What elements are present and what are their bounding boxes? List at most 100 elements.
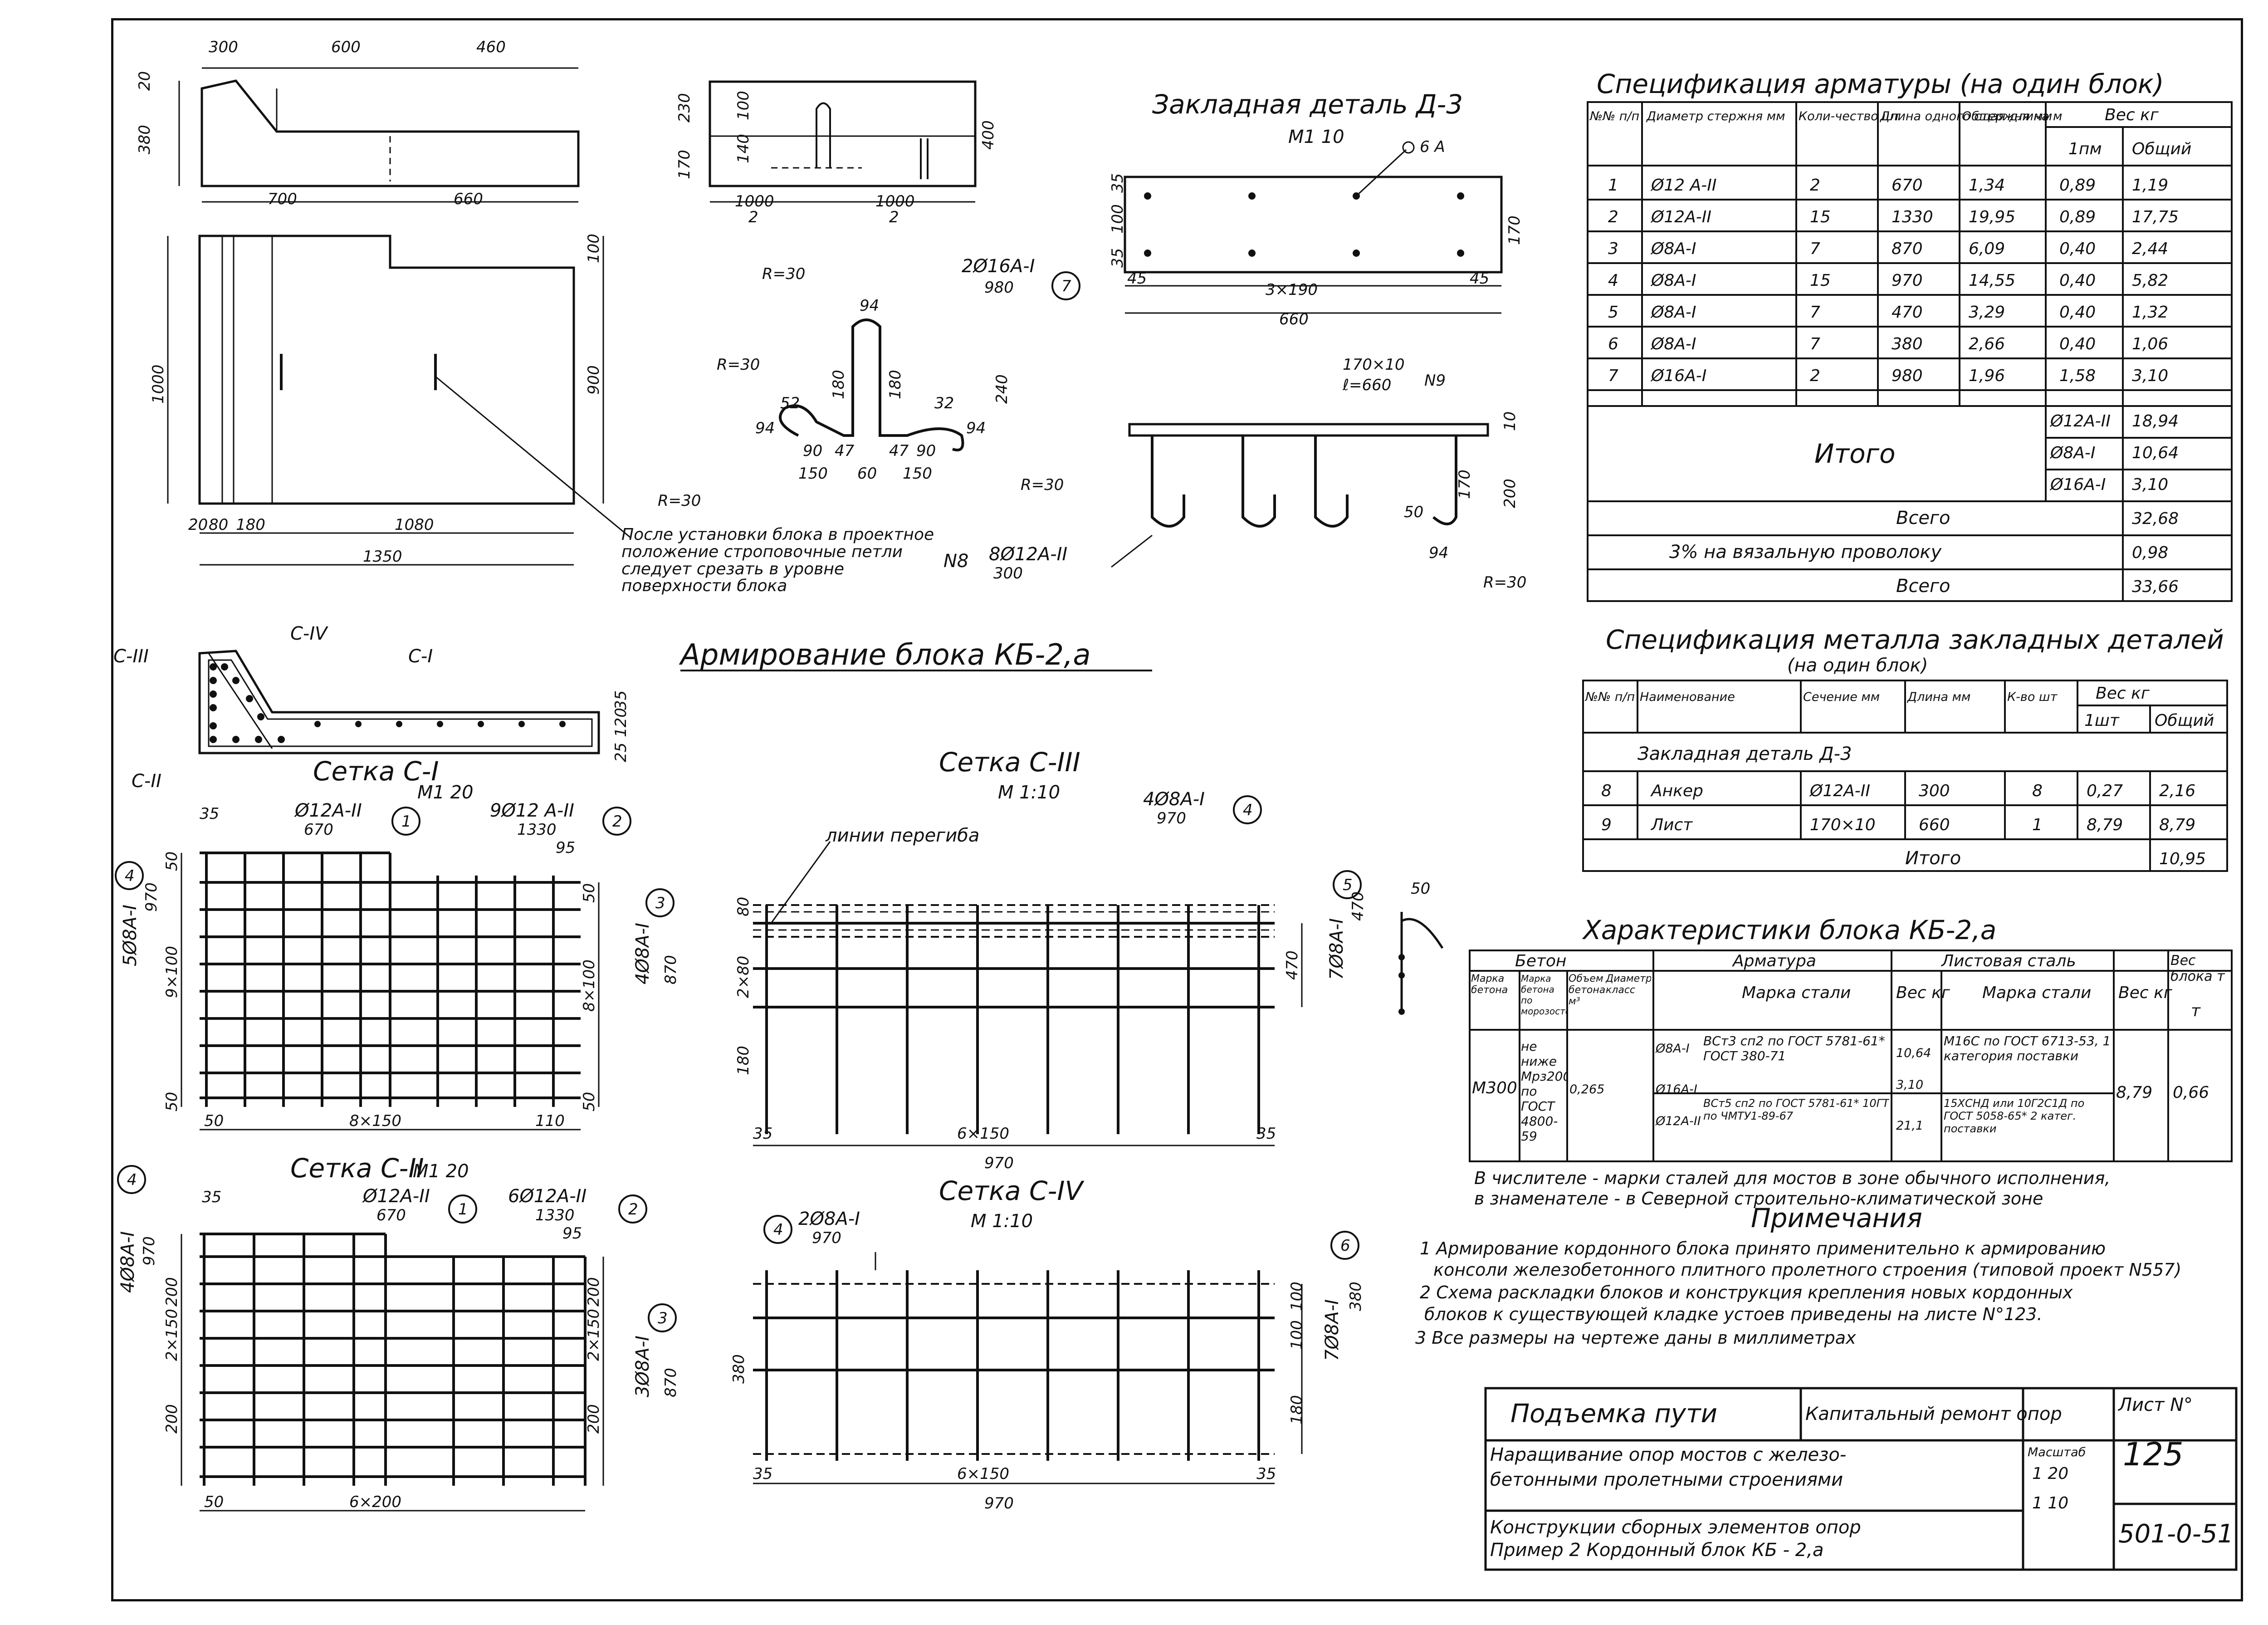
anchor-mark: N8 — [943, 551, 968, 572]
embedded-dim-35b: 35 — [1109, 248, 1127, 268]
spec-rebar-cell: 0,89 — [2059, 176, 2096, 195]
spec-metal-cell: 170×10 — [1810, 816, 1876, 834]
char-h-unit: т — [2191, 1002, 2201, 1020]
char-h-sheet: Листовая сталь — [1941, 952, 2076, 970]
embedded-dim-45b: 45 — [1470, 269, 1489, 288]
characteristics-grid — [1470, 950, 2232, 1161]
spec-rebar-h4: Общая длина м — [1962, 109, 2062, 123]
mesh-c2-bar2: 6Ø12А-II — [508, 1186, 587, 1207]
spec-rebar-cell: 5 — [1608, 303, 1618, 322]
char-h-vol: Объем бетона м³ — [1569, 973, 1605, 1007]
mesh-c1-d9x100: 9×100 — [163, 946, 181, 998]
notes-title: Примечания — [1751, 1203, 1922, 1233]
spec-rebar-cell: 2 — [1810, 176, 1820, 195]
bar7-d60: 60 — [857, 465, 877, 483]
dim-top-1: 300 — [209, 38, 238, 56]
spec-rebar-cell: 1,96 — [1969, 367, 2005, 385]
mesh-c4-d180: 180 — [1288, 1395, 1306, 1424]
mesh-c2-d2x150b: 2×150 — [585, 1309, 603, 1361]
mesh-c2-d6x200: 6×200 — [349, 1493, 401, 1511]
spec-metal-subtitle: (на один блок) — [1787, 655, 1928, 676]
char-h-beton: Бетон — [1515, 952, 1566, 970]
bar7-d47a: 47 — [835, 442, 855, 460]
dim-bottom-2: 660 — [454, 190, 483, 208]
char-r0-grade: ВСт3 сп2 по ГОСТ 5781-61* ГОСТ 380-71 — [1703, 1033, 1885, 1063]
mesh-c1-bar4-len: 970 — [142, 882, 161, 912]
char-r0-w: 10,64 — [1896, 1046, 1931, 1060]
mesh-c4-d380: 380 — [730, 1354, 748, 1384]
mesh-c1-d95: 95 — [556, 839, 575, 857]
char-h-vol-box: Объем бетона м³ — [1569, 973, 1605, 1007]
spec-rebar-cell: Ø16А-I — [1650, 367, 1706, 385]
mesh-c4-bar6: 7Ø8А-I — [1322, 1299, 1343, 1361]
mesh-c1-d50c: 50 — [580, 883, 598, 903]
anchor-r: R=30 — [1483, 573, 1526, 592]
mesh-c4-d35b: 35 — [1256, 1465, 1276, 1483]
char-frost: не ниже Мрз200 по ГОСТ 4800-59 — [1521, 1039, 1566, 1144]
spec-rebar-cell: 3,10 — [2132, 367, 2168, 385]
spec-rebar-cell: 470 — [1892, 303, 1923, 322]
spec-metal-grid — [1583, 680, 2227, 871]
spec-rebar-cell: 2,44 — [2132, 240, 2168, 258]
plate-label: 170×10 — [1343, 356, 1405, 374]
embedded-scale: М1 10 — [1288, 127, 1344, 147]
mesh-c3-scale: М 1:10 — [998, 782, 1060, 803]
note-3: 3 Все размеры на чертеже даны в миллимет… — [1415, 1328, 1856, 1348]
spec-rebar-cell: 5,82 — [2132, 271, 2168, 290]
spec-rebar-cell: Ø12А-II — [1650, 208, 1711, 226]
mesh-c1-bar1-len: 670 — [304, 821, 333, 839]
bar7-d94c: 94 — [966, 419, 986, 437]
spec-rebar-cell: 15 — [1810, 271, 1831, 290]
char-h-sweight: Вес кг — [2118, 984, 2173, 1002]
mesh-c1-bar4: 5Ø8А-I — [120, 905, 141, 966]
mesh-c3-d35b: 35 — [1256, 1125, 1276, 1143]
spec-rebar-cell: 0,40 — [2059, 303, 2096, 322]
dim-left-1: 20 — [136, 71, 154, 91]
bar7-d180a: 180 — [830, 370, 848, 399]
dim-plan-1000: 1000 — [149, 364, 167, 404]
dim-plan-100: 100 — [585, 234, 603, 263]
spec-rebar-itogo-label: Итого — [1814, 438, 1896, 469]
bar7-length: 980 — [984, 279, 1014, 297]
loop-note-box: После установки блока в проектное положе… — [621, 526, 934, 595]
char-h-dc-box: Диаметр класс — [1606, 973, 1651, 996]
spec-rebar-total-label: Всего — [1896, 576, 1950, 597]
bar7-d150b: 150 — [903, 465, 932, 483]
tb-scale-label: Масштаб — [2028, 1445, 2086, 1459]
mesh-c1-d110: 110 — [535, 1112, 565, 1130]
embedded-dim-3x190: 3×190 — [1266, 281, 1318, 299]
spec-metal-h1: Наименование — [1640, 690, 1735, 704]
spec-rebar-h3: Длина одного стержня мм — [1880, 109, 2052, 123]
dim-plan-1350: 1350 — [363, 548, 402, 566]
mesh-c1-title: Сетка С-I — [313, 756, 439, 787]
mesh-c1-bar1: Ø12А-II — [294, 800, 362, 821]
bar7-d150a: 150 — [798, 465, 828, 483]
section-c1: С-I — [408, 646, 433, 667]
mesh-c2-d35: 35 — [202, 1188, 221, 1206]
spec-metal-cell: 9 — [1601, 816, 1612, 834]
bar7-d90a: 90 — [803, 442, 822, 460]
spec-rebar-itogo-1-v: 10,64 — [2132, 444, 2179, 462]
dim-top-3: 460 — [476, 38, 506, 56]
mesh-c3-bar-len: 970 — [1157, 809, 1186, 827]
spec-rebar-cell: Ø8А-I — [1650, 271, 1696, 290]
spec-rebar-wire-label: 3% на вязальную проволоку — [1669, 542, 1942, 563]
spec-rebar-cell: 0,40 — [2059, 335, 2096, 353]
char-r2-grade-box: ВСт5 сп2 по ГОСТ 5781-61* 10ГТ по ЧМТУ1-… — [1703, 1097, 1889, 1122]
mesh-c2-bar4: 4Ø8А-I — [117, 1231, 138, 1293]
spec-rebar-cell: 1330 — [1892, 208, 1933, 226]
spec-rebar-cell: 2 — [1608, 208, 1618, 226]
spec-metal-cell: Лист — [1650, 816, 1693, 834]
spec-rebar-itogo-0-d: Ø12А-II — [2049, 412, 2111, 431]
mesh-c2-n4: 4 — [127, 1171, 137, 1189]
mesh-c4-d970: 970 — [984, 1494, 1014, 1512]
block-elevation — [179, 68, 578, 202]
section-d35: 35 — [612, 690, 630, 710]
spec-rebar-itogo-2-d: Ø16А-I — [2049, 475, 2106, 494]
char-r0-grade-box: ВСт3 сп2 по ГОСТ 5781-61* ГОСТ 380-71 — [1703, 1033, 1885, 1063]
mesh-c3-title: Сетка С-III — [939, 747, 1080, 778]
spec-metal-group: Закладная деталь Д-3 — [1637, 744, 1852, 764]
mesh-c2-d200d: 200 — [585, 1404, 603, 1434]
block-section — [710, 82, 975, 202]
embedded-title: Закладная деталь Д-3 — [1152, 89, 1463, 120]
